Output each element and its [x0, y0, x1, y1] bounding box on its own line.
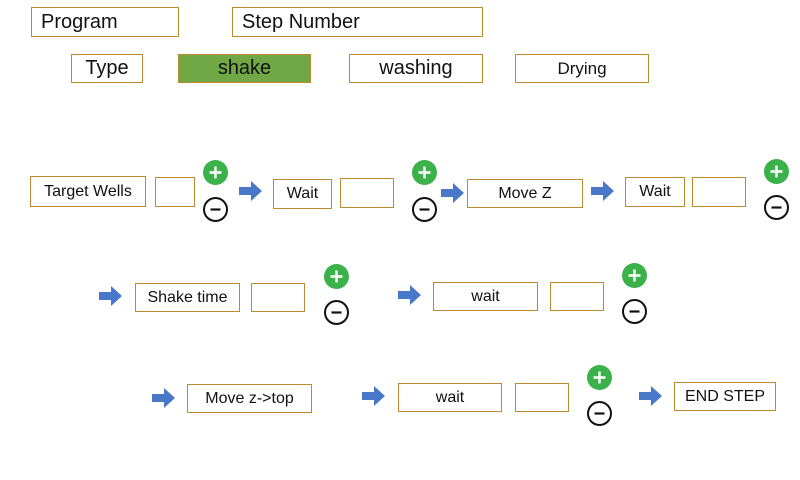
shake-time-input[interactable] [251, 283, 305, 312]
step-number-label: Step Number [232, 7, 483, 37]
step-target-wells[interactable]: Target Wells [30, 176, 146, 207]
plus-circle-icon[interactable] [587, 365, 612, 390]
wait-4-input[interactable] [515, 383, 569, 412]
step-wait-4[interactable]: wait [398, 383, 502, 412]
arrow-right-icon [239, 181, 262, 201]
minus-circle-icon[interactable] [324, 300, 349, 325]
plus-circle-icon[interactable] [622, 263, 647, 288]
arrow-right-icon [99, 286, 122, 306]
plus-circle-icon[interactable] [412, 160, 437, 185]
wait-2-input[interactable] [692, 177, 746, 207]
wait-1-input[interactable] [340, 178, 394, 208]
step-wait-1[interactable]: Wait [273, 179, 332, 209]
arrow-right-icon [152, 388, 175, 408]
type-option-shake[interactable]: shake [178, 54, 311, 83]
minus-circle-icon[interactable] [764, 195, 789, 220]
arrow-right-icon [398, 285, 421, 305]
end-step-button[interactable]: END STEP [674, 382, 776, 411]
arrow-right-icon [441, 183, 464, 203]
arrow-right-icon [639, 386, 662, 406]
minus-circle-icon[interactable] [622, 299, 647, 324]
plus-circle-icon[interactable] [203, 160, 228, 185]
minus-circle-icon[interactable] [412, 197, 437, 222]
plus-circle-icon[interactable] [324, 264, 349, 289]
step-move-z[interactable]: Move Z [467, 179, 583, 208]
step-shake-time[interactable]: Shake time [135, 283, 240, 312]
minus-circle-icon[interactable] [587, 401, 612, 426]
target-wells-input[interactable] [155, 177, 195, 207]
type-label: Type [71, 54, 143, 83]
type-option-drying[interactable]: Drying [515, 54, 649, 83]
step-wait-3[interactable]: wait [433, 282, 538, 311]
program-label: Program [31, 7, 179, 37]
wait-3-input[interactable] [550, 282, 604, 311]
type-option-washing[interactable]: washing [349, 54, 483, 83]
step-wait-2[interactable]: Wait [625, 177, 685, 207]
arrow-right-icon [362, 386, 385, 406]
minus-circle-icon[interactable] [203, 197, 228, 222]
arrow-right-icon [591, 181, 614, 201]
step-move-z-top[interactable]: Move z->top [187, 384, 312, 413]
plus-circle-icon[interactable] [764, 159, 789, 184]
